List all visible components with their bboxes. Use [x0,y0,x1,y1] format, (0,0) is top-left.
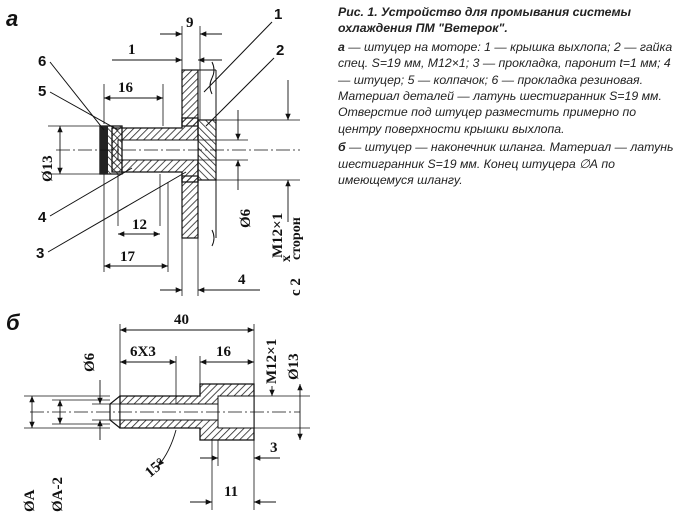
dim-9: 9 [186,15,194,31]
dim-16-b: 16 [216,344,232,360]
dim-diameter-a: ØA [22,489,38,512]
chamfer-x: x [279,255,294,262]
dim-11: 11 [224,484,238,500]
dim-diameter-6-b: Ø6 [82,352,98,372]
figure-a-label: а [6,6,18,31]
callout-3: 3 [36,245,44,262]
dim-diameter-13: Ø13 [40,155,56,182]
dim-4: 4 [238,272,246,288]
part-1-exhaust-cover [181,61,217,247]
figure-b-label: б [6,310,21,335]
caption-a: а — штуцер на моторе: 1 — крышка выхлопа… [338,39,676,137]
dim-17: 17 [120,249,136,265]
chamfer-c2: c 2 [288,278,304,296]
caption-b-text: — штуцер — наконечник шланга. Материал —… [338,140,674,188]
dim-3: 3 [270,440,278,456]
callout-1: 1 [274,6,282,23]
callouts-a: 1 2 3 4 5 6 [36,6,284,262]
dim-diameter-13-b: Ø13 [286,353,302,380]
chamfer-sides: сторон [289,217,304,260]
dim-6x3: 6X3 [130,344,156,360]
callout-2: 2 [276,42,284,59]
caption-b-letter: б [338,140,346,155]
dim-diameter-6: Ø6 [238,208,254,228]
dim-12: 12 [132,217,147,233]
callout-6: 6 [38,53,46,70]
callout-5: 5 [38,83,46,100]
caption-a-text: — штуцер на моторе: 1 — крышка выхлопа; … [338,39,673,136]
dim-thread-m12x1: M12×1 [270,213,286,258]
dim-angle-15: 15° [142,455,168,481]
figure-b: б 40 6X3 16 Ø6 M12×1 Ø [6,310,310,512]
dim-diameter-a-minus-2: ØA-2 [50,477,66,512]
caption-title: Рис. 1. Устройство для промывания систем… [338,5,632,36]
figure-a: а 9 1 [6,6,304,296]
figure-caption: Рис. 1. Устройство для промывания систем… [338,4,676,190]
dim-1: 1 [128,42,136,58]
dim-thread-m12x1-b: M12×1 [264,339,280,384]
caption-a-letter: а [338,39,345,54]
dim-40: 40 [174,312,189,328]
dim-16: 16 [118,80,134,96]
caption-b: б — штуцер — наконечник шланга. Материал… [338,139,676,188]
callout-4: 4 [38,209,47,226]
